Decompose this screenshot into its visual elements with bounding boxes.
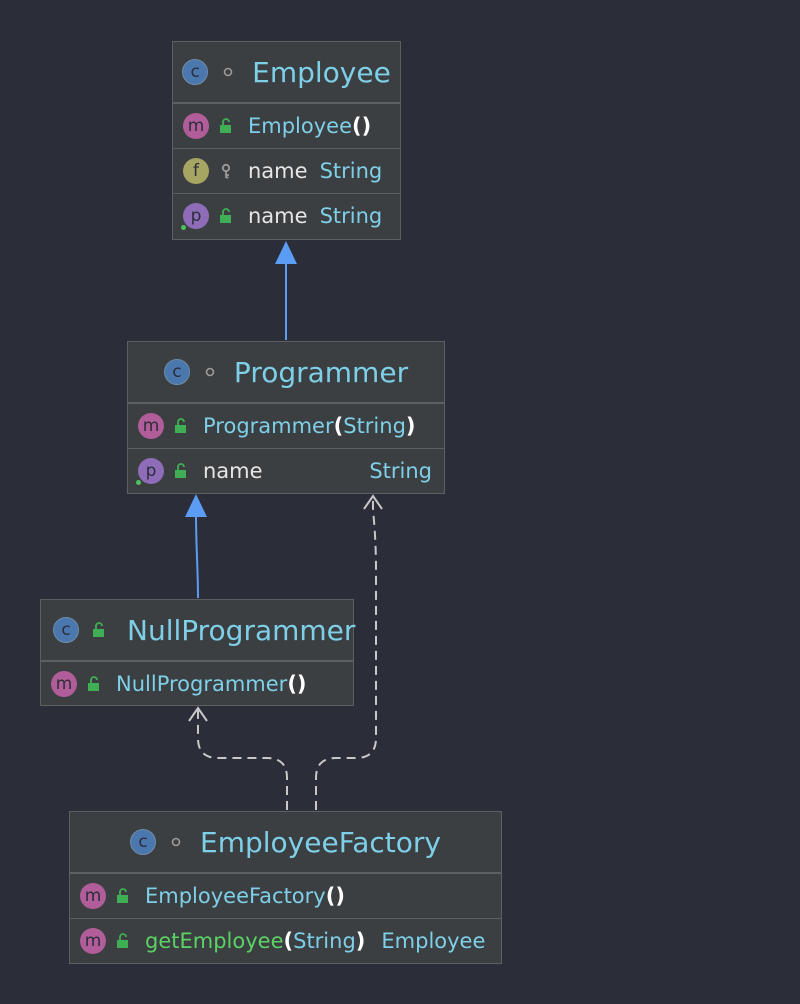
member-row-property-name[interactable]: p name String (128, 448, 444, 493)
class-box-nullprogrammer[interactable]: c NullProgrammer m NullProgrammer() (40, 599, 356, 706)
public-lock-icon (220, 118, 231, 133)
method-kind-icon: m (138, 413, 164, 439)
property-kind-icon: p (181, 203, 209, 230)
inheritance-arrowhead-programmer (185, 494, 207, 517)
class-box-employeefactory[interactable]: c EmployeeFactory m EmployeeFactory() m … (69, 811, 502, 964)
method-params-open: ( (333, 414, 344, 438)
public-lock-icon (175, 418, 186, 433)
class-header-employeefactory: c EmployeeFactory (70, 812, 501, 873)
method-return-type: Employee (381, 929, 486, 953)
method-name: Programmer (203, 414, 334, 438)
property-kind-letter: p (145, 460, 157, 481)
public-lock-icon (175, 463, 186, 478)
package-private-icon (171, 837, 181, 847)
class-header-employee: c Employee (173, 42, 400, 103)
member-row-field-name[interactable]: f name String (173, 148, 400, 193)
method-kind-icon: m (51, 671, 77, 697)
dependency-arrowhead-nullprogrammer (188, 706, 208, 722)
member-row-constructor[interactable]: m NullProgrammer() (41, 661, 353, 706)
class-box-programmer[interactable]: c Programmer m Programmer(String) p name… (127, 341, 445, 494)
class-name: EmployeeFactory (200, 825, 441, 859)
field-name: name (248, 159, 308, 183)
method-params: () (287, 672, 307, 696)
class-kind-icon: c (163, 359, 190, 385)
private-key-icon (221, 163, 231, 179)
property-name: name (203, 459, 263, 483)
method-params-close: ) (405, 414, 416, 438)
public-lock-icon (88, 676, 99, 691)
class-name: Programmer (233, 355, 409, 389)
property-kind-letter: p (190, 205, 202, 226)
dependency-edge-factory-nullprogrammer (197, 708, 288, 810)
class-header-programmer: c Programmer (128, 342, 444, 403)
method-params-open: ( (283, 929, 294, 953)
class-kind-icon: c (53, 617, 79, 643)
method-param-type: String (293, 929, 356, 953)
method-name: Employee (248, 114, 353, 138)
class-kind-icon: c (130, 829, 157, 855)
member-row-constructor[interactable]: m EmployeeFactory() (70, 873, 501, 918)
property-type: String (319, 204, 383, 228)
class-kind-icon: c (182, 59, 209, 85)
class-name: Employee (252, 55, 391, 89)
member-row-constructor[interactable]: m Programmer(String) (128, 403, 444, 448)
class-box-employee[interactable]: c Employee m Employee() f name String p … (172, 41, 401, 240)
package-private-icon (205, 367, 215, 377)
method-params: () (325, 884, 345, 908)
method-params-close: ) (355, 929, 366, 953)
method-name: EmployeeFactory (145, 884, 326, 908)
method-params: () (352, 114, 372, 138)
member-row-property-name[interactable]: p name String (173, 193, 400, 238)
dependency-edge-factory-programmer (315, 496, 377, 810)
method-param-type: String (343, 414, 406, 438)
public-lock-icon (117, 933, 128, 948)
property-type: String (369, 459, 432, 483)
method-name: NullProgrammer (116, 672, 288, 696)
property-kind-icon: p (136, 458, 164, 485)
method-name: getEmployee (145, 929, 284, 953)
inheritance-edge-nullprogrammer-programmer (195, 515, 199, 599)
class-header-nullprogrammer: c NullProgrammer (41, 600, 356, 661)
class-name: NullProgrammer (127, 613, 356, 647)
field-type: String (319, 159, 383, 183)
method-kind-icon: m (183, 113, 209, 139)
package-private-icon (223, 67, 233, 77)
public-lock-icon (93, 622, 104, 637)
member-row-constructor[interactable]: m Employee() (173, 103, 400, 148)
public-lock-icon (220, 208, 231, 223)
inheritance-arrowhead-employee (275, 241, 297, 264)
method-kind-icon: m (80, 928, 106, 954)
method-kind-icon: m (80, 883, 106, 909)
field-kind-icon: f (183, 158, 209, 184)
public-lock-icon (117, 888, 128, 903)
member-row-method-getemployee[interactable]: m getEmployee(String) Employee (70, 918, 501, 963)
dependency-arrowhead-programmer (363, 494, 383, 510)
property-name: name (248, 204, 308, 228)
